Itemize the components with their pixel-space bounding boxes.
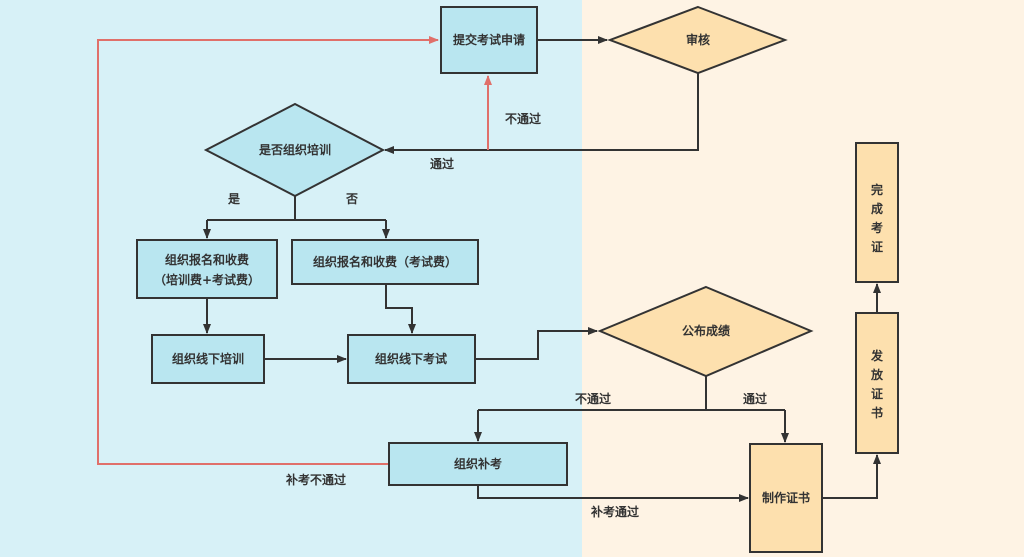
- arrow-register-to-exam: [385, 284, 416, 334]
- node-offline-training: [151, 334, 265, 384]
- node-publish-results-label: 公布成绩: [682, 323, 730, 338]
- node-issue-certificate-char4: 书: [871, 405, 883, 420]
- node-review-label: 审核: [686, 32, 710, 47]
- label-results-pass: 通过: [743, 391, 767, 406]
- node-register-exam-only-label: 组织报名和收费（考试费）: [313, 254, 457, 269]
- node-issue-certificate-char2: 放: [870, 367, 884, 382]
- label-yes: 是: [227, 192, 241, 206]
- label-makeup-fail: 补考不通过: [285, 472, 346, 487]
- node-issue-certificate-char3: 证: [871, 387, 883, 401]
- arrow-review-to-decision: [384, 73, 699, 154]
- node-complete-exam-char3: 考: [871, 220, 883, 235]
- node-complete-exam: [855, 142, 899, 283]
- node-issue-certificate-char1: 发: [870, 348, 884, 363]
- node-submit-label: 提交考试申请: [453, 32, 525, 47]
- node-complete-exam-char2: 成: [871, 201, 883, 216]
- node-submit-application: [440, 6, 538, 74]
- arrow-decision-split: [207, 196, 386, 221]
- arrow-cert-to-issue: [822, 454, 881, 499]
- node-makeup-exam: [388, 442, 568, 486]
- arrow-makeup-fail-back: [97, 36, 439, 465]
- node-issue-certificate: [855, 312, 899, 454]
- node-decide-training-diamond: [203, 102, 386, 198]
- label-review-fail: 不通过: [505, 111, 541, 126]
- node-offline-exam: [347, 334, 476, 384]
- node-makeup-exam-label: 组织补考: [454, 456, 502, 471]
- label-no: 否: [345, 192, 358, 206]
- node-register-exam-only: [291, 239, 479, 285]
- arrow-makeup-pass-to-cert: [477, 485, 749, 502]
- node-register-with-training-line2: （培训费+考试费）: [154, 272, 260, 287]
- node-complete-exam-char4: 证: [871, 240, 883, 254]
- arrow-exam-to-results: [475, 327, 598, 360]
- node-offline-training-label: 组织线下培训: [172, 351, 244, 366]
- node-decide-training-label: 是否组织培训: [258, 142, 331, 157]
- node-make-certificate-label: 制作证书: [762, 490, 810, 505]
- node-publish-results-diamond: [597, 285, 814, 378]
- node-make-certificate: [749, 443, 823, 553]
- node-register-with-training-line1: 组织报名和收费: [165, 252, 249, 267]
- node-review-diamond: [607, 5, 788, 75]
- node-register-with-training: [136, 239, 278, 299]
- label-makeup-pass: 补考通过: [590, 504, 639, 519]
- label-review-pass: 通过: [430, 156, 454, 171]
- node-offline-exam-label: 组织线下考试: [375, 351, 447, 366]
- arrow-results-split: [478, 376, 785, 411]
- node-complete-exam-char1: 完: [871, 182, 883, 197]
- label-results-fail: 不通过: [575, 391, 611, 406]
